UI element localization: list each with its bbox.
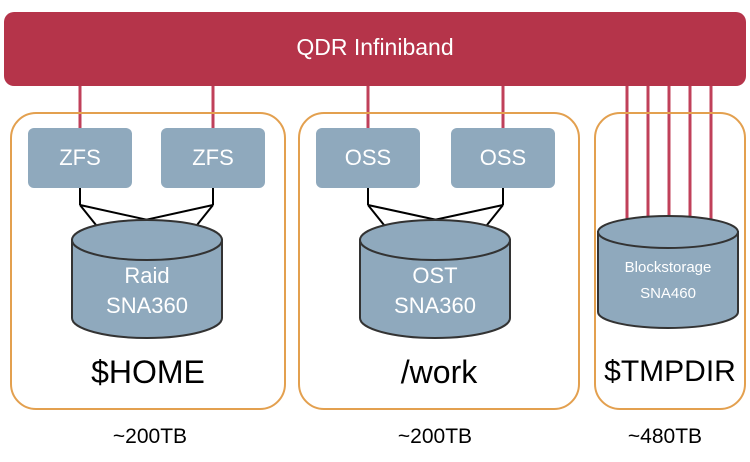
- tmpdir-storage-type: Blockstorage: [624, 259, 712, 276]
- tmpdir-capacity: ~480TB: [627, 425, 703, 448]
- infiniband-bus: [4, 12, 746, 86]
- work-label: /work: [400, 354, 478, 390]
- disk-home: [71, 219, 223, 339]
- group-work: [298, 112, 580, 410]
- work-server-oss-1: OSS: [316, 128, 420, 188]
- work-server-oss-2: OSS: [451, 128, 555, 188]
- work-storage-model: SNA360: [394, 293, 476, 318]
- home-server-zfs-2: ZFS: [161, 128, 265, 188]
- group-home: [10, 112, 286, 410]
- work-capacity: ~200TB: [397, 425, 473, 448]
- bus-label: QDR Infiniband: [296, 34, 454, 60]
- group-tmpdir: [594, 112, 746, 410]
- tmpdir-storage-model: SNA460: [640, 285, 696, 302]
- disk-work: [359, 219, 511, 339]
- home-label: $HOME: [91, 354, 205, 390]
- home-capacity: ~200TB: [112, 425, 188, 448]
- home-storage-type: Raid: [124, 263, 170, 288]
- infiniband-links: [78, 86, 713, 222]
- work-storage-type: OST: [412, 263, 458, 288]
- disk-tmpdir: [597, 215, 739, 329]
- tmpdir-label: $TMPDIR: [604, 355, 736, 388]
- home-storage-model: SNA360: [106, 293, 188, 318]
- home-server-zfs-1: ZFS: [28, 128, 132, 188]
